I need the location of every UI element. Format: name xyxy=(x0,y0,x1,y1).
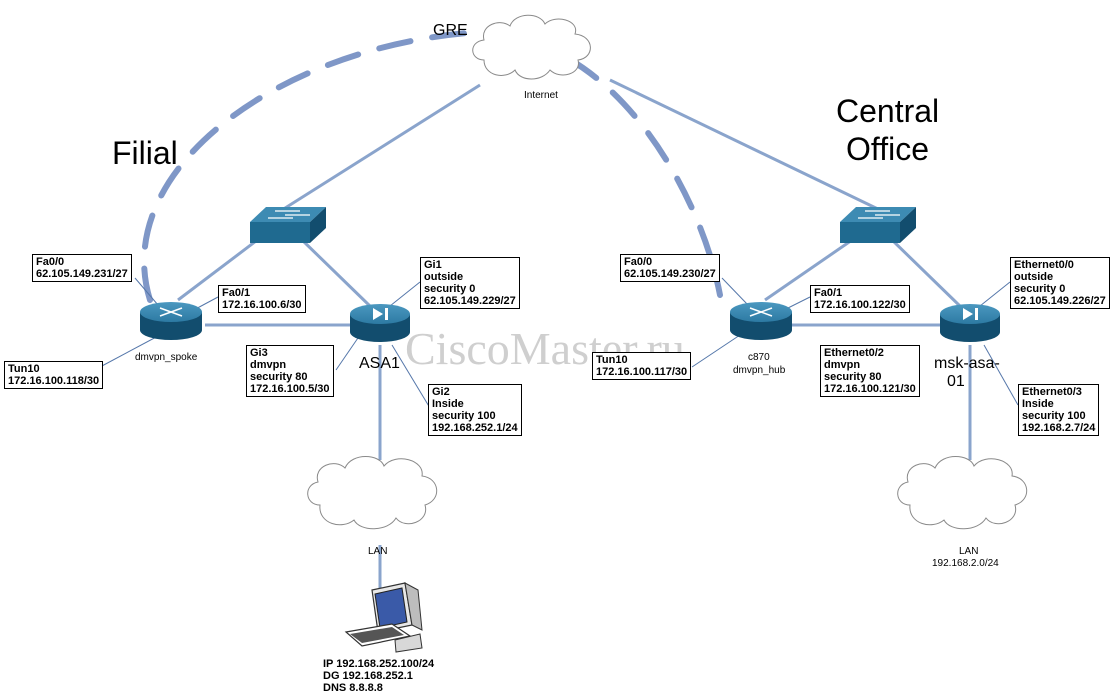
lan-cloud-filial xyxy=(307,456,438,530)
pc-ip-config: IP 192.168.252.100/24 DG 192.168.252.1 D… xyxy=(323,658,435,694)
lan-cloud-central xyxy=(897,456,1028,530)
callout-hub-fa00: Fa0/0 62.105.149.230/27 xyxy=(620,254,720,282)
switch-filial-icon xyxy=(250,207,326,243)
gre-label: GRE xyxy=(433,22,468,39)
router-spoke-name: dmvpn_spoke xyxy=(135,352,198,363)
lan-central-label-line2: 192.168.2.0/24 xyxy=(932,558,999,569)
links xyxy=(177,78,972,590)
callout-spoke-tun10: Tun10 172.16.100.118/30 xyxy=(4,361,104,389)
lan-central-label-line1: LAN xyxy=(959,546,979,557)
callout-spoke-fa00: Fa0/0 62.105.149.231/27 xyxy=(32,254,132,282)
asa1-name: ASA1 xyxy=(359,355,400,372)
link-internet-switch-filial xyxy=(281,83,481,212)
link-switch-mskasa xyxy=(888,236,964,310)
pc-workstation-icon xyxy=(344,582,423,653)
callout-leaders xyxy=(99,277,1019,409)
callout-asa1-gi2: Gi2 Inside security 100 192.168.252.1/24 xyxy=(428,384,522,436)
firewall-msk-asa-icon xyxy=(940,304,1000,342)
link-internet-switch-central xyxy=(609,78,881,212)
callout-hub-tun10: Tun10 172.16.100.117/30 xyxy=(592,352,692,380)
callout-msk-asa-e00: Ethernet0/0 outside security 0 62.105.14… xyxy=(1010,257,1110,309)
callout-asa1-gi1: Gi1 outside security 0 62.105.149.229/27 xyxy=(420,257,520,309)
router-hub-name-line1: c870 xyxy=(748,352,770,363)
gre-tunnel-arc-central xyxy=(517,37,723,298)
central-office-title-line1: Central xyxy=(836,93,940,129)
link-switch-spoke xyxy=(177,236,261,302)
callout-msk-asa-e03: Ethernet0/3 Inside security 100 192.168.… xyxy=(1018,384,1100,436)
internet-label: Internet xyxy=(524,90,558,101)
callout-asa1-gi3: Gi3 dmvpn security 80 172.16.100.5/30 xyxy=(246,345,334,397)
firewall-asa1-icon xyxy=(350,304,410,342)
central-office-title-line2: Office xyxy=(846,131,929,167)
switch-central-icon xyxy=(840,207,916,243)
callout-msk-asa-e02: Ethernet0/2 dmvpn security 80 172.16.100… xyxy=(820,345,920,397)
link-switch-asa1 xyxy=(298,236,374,310)
gre-tunnel-arc-filial xyxy=(141,29,483,303)
filial-title: Filial xyxy=(112,135,178,171)
router-dmvpn-hub-icon xyxy=(730,302,792,340)
router-hub-name-line2: dmvpn_hub xyxy=(733,365,786,376)
router-dmvpn-spoke-icon xyxy=(140,302,202,340)
msk-asa-name-line1: msk-asa- xyxy=(934,355,1000,372)
internet-cloud xyxy=(472,14,591,80)
link-switch-hub xyxy=(764,236,856,302)
callout-hub-fa01: Fa0/1 172.16.100.122/30 xyxy=(810,285,910,313)
msk-asa-name-line2: 01 xyxy=(947,373,965,390)
lan-filial-label: LAN xyxy=(368,546,388,557)
callout-spoke-fa01: Fa0/1 172.16.100.6/30 xyxy=(218,285,306,313)
